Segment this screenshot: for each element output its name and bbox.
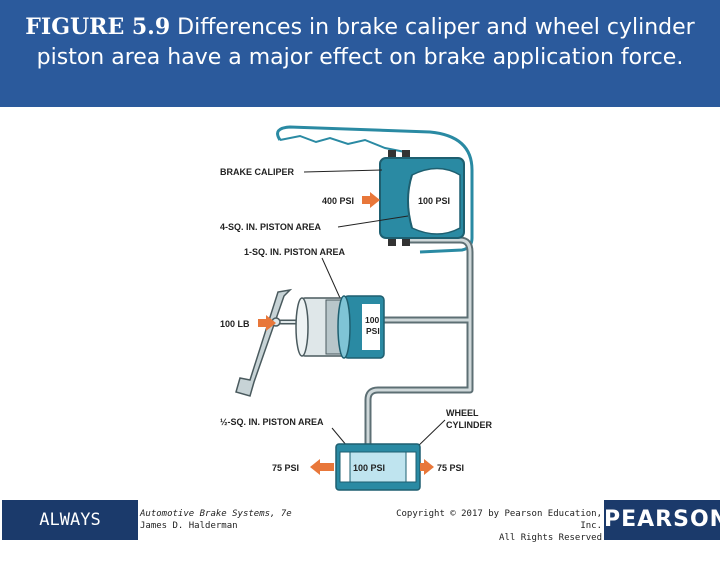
figure-label: FIGURE 5.9 [25,14,171,40]
brake-system-diagram: 100 PSI 400 PSI BRAKE CALIPER 4-SQ. IN. … [220,125,493,491]
always-learning-logo: ALWAYS LEARNING [2,500,138,570]
lb-100-label: 100 LB [220,319,250,329]
wheel-label: WHEEL [446,408,479,418]
pedal-force-arrow [258,315,276,331]
psi-400-label: 400 PSI [322,196,354,206]
pearson-logo: PEARSON [604,500,720,540]
copyright-notice: Copyright © 2017 by Pearson Education, I… [380,508,602,544]
caliper-100psi-label: 100 PSI [418,196,450,206]
book-title: Automotive Brake Systems, 7e [140,509,292,519]
brake-caliper [379,150,465,246]
caliper-top-line [279,134,406,153]
piston-4sq-pointer [337,215,409,228]
piston-4sq-label: 4-SQ. IN. PISTON AREA [220,222,322,232]
book-credit: Automotive Brake Systems, 7e James D. Ha… [140,508,320,532]
piston-1sq-pointer [321,257,341,299]
master-cylinder [295,295,385,359]
wheel-right-force-arrow [420,459,434,475]
figure-caption: FIGURE 5.9 Differences in brake caliper … [14,12,706,73]
wheel-100psi-label: 100 PSI [353,463,385,473]
caption-text: Differences in brake caliper and wheel c… [36,15,695,70]
brake-caliper-label: BRAKE CALIPER [220,167,295,177]
piston-1sq-label: 1-SQ. IN. PISTON AREA [244,247,346,257]
psi-75-right-label: 75 PSI [437,463,464,473]
cylinder-label: CYLINDER [446,420,493,430]
brake-caliper-pointer [303,169,383,173]
master-psi-label: PSI [366,326,380,336]
master-100-label: 100 [365,315,379,325]
wheel-left-force-arrow [310,459,334,475]
caliper-force-arrow [362,192,380,208]
brake-lines-inner [366,238,472,448]
piston-half-label: ½-SQ. IN. PISTON AREA [220,417,324,427]
book-author: James D. Halderman [140,521,238,531]
wheel-cylinder [335,443,421,491]
header-banner: FIGURE 5.9 Differences in brake caliper … [0,0,720,107]
rights-line: All Rights Reserved [499,533,602,543]
copyright-line: Copyright © 2017 by Pearson Education, I… [396,509,602,531]
psi-75-left-label: 75 PSI [272,463,299,473]
